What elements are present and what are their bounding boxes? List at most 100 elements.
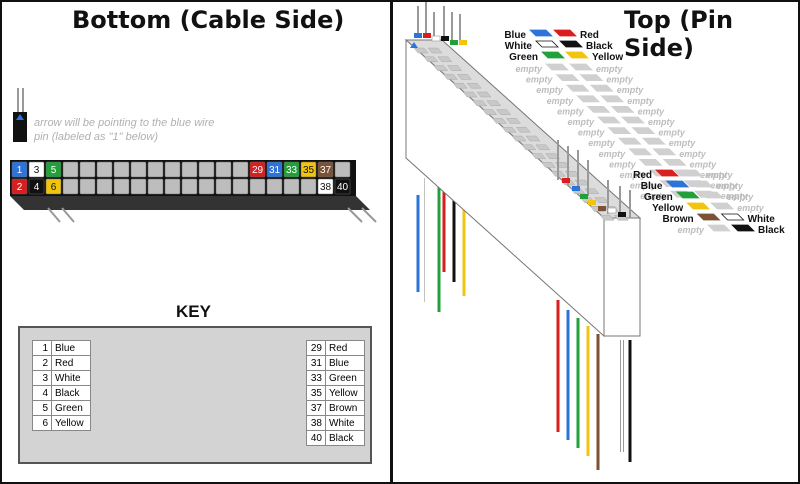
orientation-arrow-icon bbox=[410, 42, 418, 48]
key-title: KEY bbox=[176, 302, 211, 321]
color-swatch bbox=[569, 63, 593, 71]
empty-label: empty bbox=[557, 106, 585, 116]
pin-empty bbox=[147, 161, 164, 178]
key-pin-number: 38 bbox=[306, 415, 326, 431]
empty-label: empty bbox=[578, 128, 606, 138]
pin-empty bbox=[215, 161, 232, 178]
empty-label: empty bbox=[638, 106, 666, 116]
socket-hole bbox=[501, 126, 517, 133]
color-swatch bbox=[579, 74, 604, 81]
pin-empty bbox=[198, 178, 215, 195]
legend-label: Red bbox=[633, 170, 652, 181]
pin-empty bbox=[130, 161, 147, 178]
pin-3: 3 bbox=[28, 161, 45, 178]
empty-label: empty bbox=[515, 64, 543, 74]
front-pin-markers bbox=[410, 33, 467, 48]
key-wire-color: Yellow bbox=[51, 415, 91, 431]
color-swatch bbox=[610, 106, 635, 113]
legend-label: Brown bbox=[662, 214, 693, 225]
socket-hole bbox=[531, 153, 547, 159]
empty-label: empty bbox=[606, 75, 634, 85]
pin-empty bbox=[62, 161, 79, 178]
connector-end-face bbox=[603, 217, 641, 337]
color-swatch bbox=[559, 40, 583, 48]
wire-bundle-left bbox=[416, 178, 466, 312]
empty-label: empty bbox=[690, 159, 718, 169]
key-pin-number: 35 bbox=[306, 385, 326, 401]
socket-hole bbox=[456, 74, 472, 80]
panel-divider bbox=[390, 0, 393, 484]
pin-number-label: 35 bbox=[303, 165, 315, 176]
color-swatch bbox=[565, 51, 589, 59]
key-wire-color: Red bbox=[51, 355, 91, 371]
socket-hole bbox=[433, 65, 449, 71]
empty-label: empty bbox=[617, 85, 645, 95]
rear-pin-markers bbox=[562, 178, 626, 217]
key-wire-color: Red bbox=[325, 340, 365, 356]
color-swatch bbox=[553, 29, 577, 37]
empty-label: empty bbox=[547, 96, 575, 106]
empty-label: empty bbox=[627, 96, 655, 106]
key-wire-color: Yellow bbox=[325, 385, 365, 401]
key-pin-number: 5 bbox=[32, 400, 52, 416]
pin-2: 2 bbox=[11, 178, 28, 195]
key-pin-number: 29 bbox=[306, 340, 326, 356]
pin-5: 5 bbox=[45, 161, 62, 178]
pin-number-label: 37 bbox=[320, 165, 332, 176]
pin-empty bbox=[62, 178, 79, 195]
empty-label: empty bbox=[716, 181, 744, 191]
pin-35: 35 bbox=[300, 161, 317, 178]
pin-number-label: 2 bbox=[17, 182, 23, 193]
pin-empty bbox=[96, 178, 113, 195]
pin-29: 29 bbox=[249, 161, 266, 178]
empty-label: empty bbox=[669, 138, 697, 148]
key-pin-number: 1 bbox=[32, 340, 52, 356]
socket-hole bbox=[442, 74, 458, 80]
socket-hole bbox=[486, 100, 502, 107]
empty-label: empty bbox=[640, 191, 668, 201]
color-swatch bbox=[707, 224, 731, 232]
front-pins bbox=[417, 2, 461, 44]
orientation-arrow-icon bbox=[13, 88, 27, 142]
color-swatch bbox=[696, 213, 721, 221]
empty-label: empty bbox=[596, 64, 624, 74]
key-wire-color: Brown bbox=[325, 400, 365, 416]
right-panel-title: Top (Pin Side) bbox=[624, 6, 734, 62]
color-swatch bbox=[731, 224, 755, 232]
socket-hole bbox=[452, 82, 468, 89]
empty-label: empty bbox=[588, 138, 616, 148]
pin-empty bbox=[249, 178, 266, 195]
pin-empty bbox=[79, 178, 96, 195]
color-swatch bbox=[631, 127, 656, 135]
legend-label: Black bbox=[758, 225, 785, 236]
color-swatch bbox=[638, 158, 663, 166]
color-swatch bbox=[607, 127, 632, 135]
empty-label: empty bbox=[526, 75, 554, 85]
key-pin-number: 40 bbox=[306, 430, 326, 446]
color-swatch bbox=[597, 116, 621, 124]
pin-number-label: 1 bbox=[17, 165, 23, 176]
color-swatch bbox=[565, 84, 590, 92]
pin-4: 4 bbox=[28, 178, 45, 195]
empty-label: empty bbox=[710, 181, 738, 191]
color-swatch bbox=[545, 63, 569, 71]
empty-label: empty bbox=[677, 225, 705, 235]
empty-label: empty bbox=[737, 203, 765, 213]
socket-hole bbox=[462, 91, 478, 98]
pin-empty bbox=[232, 178, 249, 195]
color-swatch bbox=[555, 74, 580, 81]
orientation-note: arrow will be pointing to the blue wire … bbox=[34, 117, 215, 143]
color-swatch bbox=[686, 202, 711, 210]
key-wire-color: White bbox=[325, 415, 365, 431]
socket-hole bbox=[525, 135, 541, 142]
color-swatch bbox=[621, 116, 645, 124]
